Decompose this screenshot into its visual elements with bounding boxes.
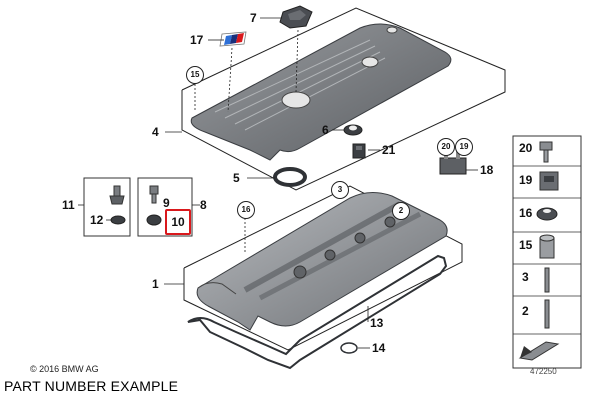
callout-11: 11 [62, 198, 75, 212]
callout-8: 8 [200, 198, 207, 212]
highlighted-part-10: 10 [165, 209, 191, 235]
callout-14: 14 [372, 341, 386, 355]
circled-ref-20: 20 [437, 138, 455, 156]
leader-lines [78, 17, 478, 349]
circled-ref-16: 16 [237, 201, 255, 219]
seal-ring [273, 167, 307, 187]
side-panel-dividers [513, 165, 581, 335]
side-part-stud-long [544, 267, 550, 293]
caption: PART NUMBER EXAMPLE [4, 378, 179, 394]
grommet [343, 124, 363, 136]
callout-9: 9 [163, 196, 170, 210]
circled-ref-2: 2 [392, 202, 410, 220]
callout-12: 12 [90, 213, 104, 227]
callout-7: 7 [250, 11, 257, 25]
cover-group-frame [181, 7, 506, 191]
detail-box-right [137, 177, 193, 237]
circled-ref-15: 15 [186, 66, 204, 84]
side-part-clip [539, 171, 559, 191]
side-part-grommet [536, 207, 558, 221]
side-part-sleeve [539, 234, 555, 259]
bracket [352, 143, 366, 159]
callout-5: 5 [233, 171, 240, 185]
side-item-20: 20 [519, 141, 533, 155]
side-part-bolt [539, 141, 553, 163]
side-part-stud-short [544, 299, 550, 329]
side-part-arrow-icon [518, 341, 560, 361]
gasket [187, 254, 448, 370]
callout-13: 13 [370, 316, 384, 330]
side-item-16: 16 [519, 206, 533, 220]
m-emblem [219, 31, 247, 47]
circled-ref-3: 3 [331, 181, 349, 199]
copyright-text: © 2016 BMW AG [30, 364, 99, 374]
side-item-15: 15 [519, 238, 533, 252]
callout-4: 4 [152, 125, 159, 139]
diagram-reference-id: 472250 [530, 367, 557, 376]
bolt-part [109, 185, 126, 225]
cylinder-head-cover [196, 192, 448, 331]
o-ring [340, 342, 358, 354]
callout-17: 17 [190, 33, 204, 47]
side-item-2: 2 [522, 304, 529, 318]
side-item-3: 3 [522, 270, 529, 284]
engine-cover [190, 23, 452, 161]
callout-6: 6 [322, 123, 329, 137]
screw-part [146, 185, 162, 226]
circled-ref-19: 19 [455, 138, 473, 156]
head-cover-frame [183, 185, 463, 351]
callout-21: 21 [382, 143, 396, 157]
cover-cap [279, 5, 313, 29]
detail-box-left [83, 177, 131, 237]
callout-1: 1 [152, 277, 159, 291]
callout-18: 18 [480, 163, 494, 177]
side-item-19: 19 [519, 173, 533, 187]
